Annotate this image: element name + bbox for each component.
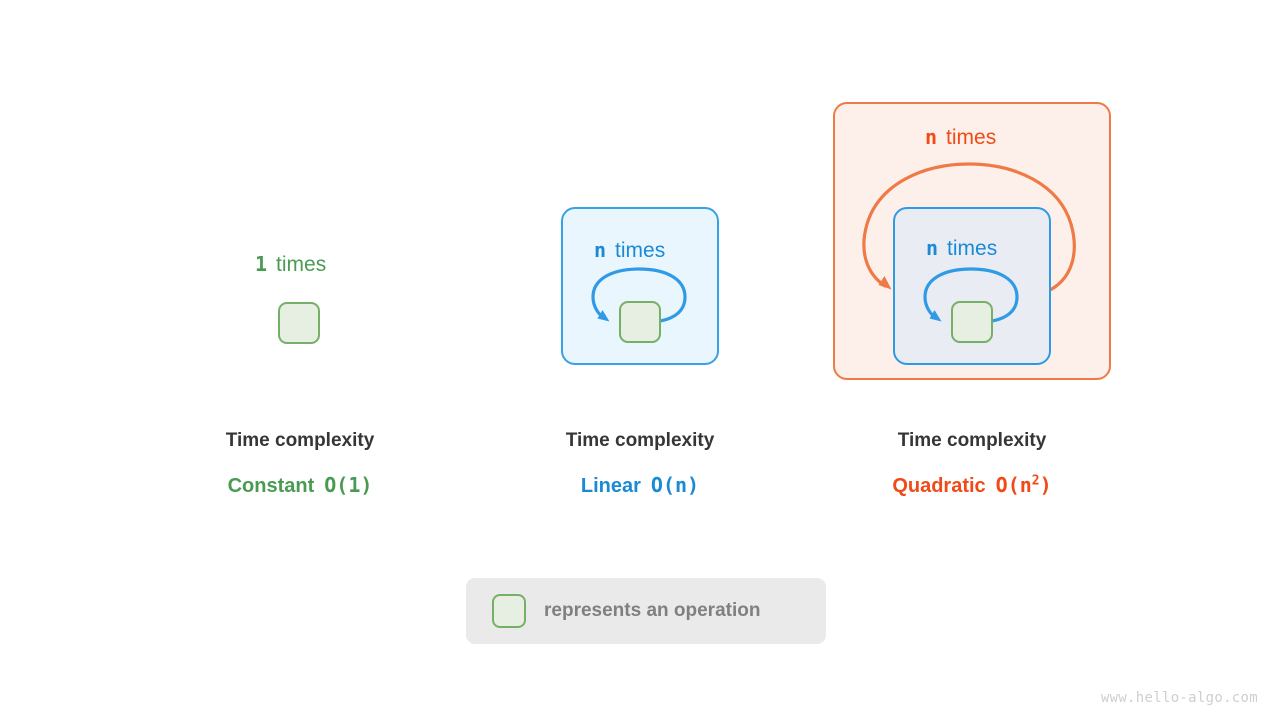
caption-constant-title: Time complexity (225, 430, 375, 451)
quadratic-outer-count-word: times (946, 126, 997, 149)
legend-label: represents an operation (544, 600, 761, 621)
caption-linear-value: Linear O(n) (490, 473, 790, 498)
linear-count-word: times (615, 239, 666, 262)
panel-constant: 1 times (200, 240, 400, 380)
quadratic-inner-count-symbol: n (926, 236, 939, 260)
operation-box-constant (278, 302, 320, 344)
caption-linear-word: Linear (580, 475, 641, 497)
caption-constant: Time complexity Constant O(1) (150, 430, 450, 498)
caption-quadratic-notation-base: O(n (995, 473, 1032, 497)
legend-operation-swatch (492, 594, 526, 628)
caption-quadratic-notation-exponent: 2 (1031, 473, 1040, 489)
quadratic-inner-count-word: times (947, 237, 998, 260)
operation-box-linear (619, 301, 661, 343)
constant-count-word: times (276, 253, 327, 276)
operation-box-quadratic (951, 301, 993, 343)
caption-linear-notation: O(n) (650, 473, 700, 497)
caption-quadratic-value: Quadratic O(n2) (822, 473, 1122, 498)
constant-count-symbol: 1 (255, 252, 268, 276)
watermark: www.hello-algo.com (1100, 690, 1258, 706)
linear-count-symbol: n (594, 238, 607, 262)
caption-quadratic-notation-close: ) (1039, 473, 1052, 497)
caption-quadratic: Time complexity Quadratic O(n2) (822, 430, 1122, 498)
quadratic-outer-count-symbol: n (925, 125, 938, 149)
caption-constant-word: Constant (227, 475, 315, 497)
caption-linear-title: Time complexity (565, 430, 715, 451)
caption-constant-notation: O(1) (324, 473, 373, 497)
caption-quadratic-word: Quadratic (892, 475, 986, 497)
legend: represents an operation (466, 578, 826, 644)
constant-count-label: 1 times (255, 254, 326, 275)
caption-quadratic-notation: O(n2) (996, 473, 1052, 497)
caption-quadratic-title: Time complexity (897, 430, 1047, 451)
caption-constant-value: Constant O(1) (150, 473, 450, 498)
caption-linear: Time complexity Linear O(n) (490, 430, 790, 498)
